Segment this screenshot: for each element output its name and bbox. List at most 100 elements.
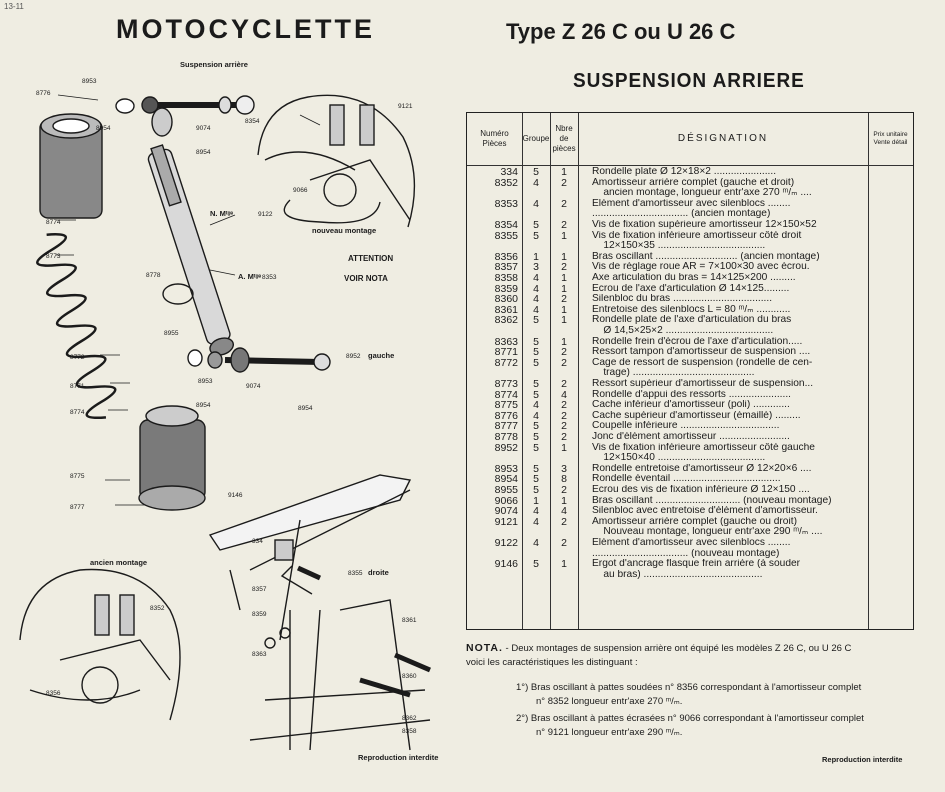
ref-label: 8360 xyxy=(402,673,417,680)
corner-mark: 13-11 xyxy=(4,2,24,11)
group: 5 xyxy=(533,356,539,369)
ref-label: 8954 xyxy=(96,125,111,132)
ref-label: 8352 xyxy=(150,605,165,612)
nota-label: NOTA. xyxy=(466,642,503,654)
quantity: 1 xyxy=(561,314,567,327)
part-number: 9122 xyxy=(494,537,518,549)
designation: Entretoise des silenblocs L = 80 ᵐ/ₘ ...… xyxy=(592,304,791,315)
designation: Vis de fixation inférieure amortisseur c… xyxy=(592,230,802,241)
quantity: 2 xyxy=(561,378,567,390)
part-number: 9074 xyxy=(494,505,518,518)
quantity: 1 xyxy=(561,494,567,507)
quantity: 2 xyxy=(561,261,567,274)
part-number: 9146 xyxy=(494,558,518,571)
part-number: 8355 xyxy=(494,229,518,242)
part-number: 8356 xyxy=(494,250,518,263)
group: 4 xyxy=(533,399,539,412)
footer-right: Reproduction interdite xyxy=(822,755,903,764)
group: 3 xyxy=(533,261,539,274)
exploded-diagram: Suspension arrière nouveau montage ATTEN… xyxy=(19,60,431,751)
label-a-mtg: A. Mᵗᵍᵉ xyxy=(238,272,261,281)
nota-item: 1°) Bras oscillant à pattes soudées n° 8… xyxy=(516,682,862,693)
designation: Rondelle d'appui des ressorts ..........… xyxy=(592,389,791,400)
quantity: 2 xyxy=(561,399,567,412)
label-droite: droite xyxy=(368,568,389,577)
part-number: 8778 xyxy=(494,431,518,443)
group: 4 xyxy=(533,293,539,306)
part-number: 8354 xyxy=(494,219,518,231)
group: 5 xyxy=(533,484,539,496)
section-title: SUSPENSION ARRIERE xyxy=(573,70,805,92)
diagram-title: Suspension arrière xyxy=(180,60,248,69)
quantity: 2 xyxy=(561,484,567,496)
ref-label: 8773 xyxy=(46,253,61,260)
designation: Rondelle plate de l'axe d'articulation d… xyxy=(592,315,792,326)
group: 4 xyxy=(533,515,539,528)
group: 5 xyxy=(533,335,539,348)
group: 4 xyxy=(533,197,539,210)
part-number: 9066 xyxy=(494,494,518,507)
ref-label: 8771 xyxy=(70,383,85,390)
group: 5 xyxy=(533,473,539,486)
quantity: 1 xyxy=(561,558,567,571)
designation: 12×150×35 ..............................… xyxy=(592,241,766,252)
part-number: 8362 xyxy=(494,314,518,327)
ref-label: 8362 xyxy=(402,715,417,722)
ref-label: 8953 xyxy=(198,378,213,385)
ref-label: 334 xyxy=(252,538,263,545)
designation: Cache supérieur d'amortisseur (émaillé) … xyxy=(592,410,801,421)
group: 4 xyxy=(533,505,539,518)
quantity: 1 xyxy=(561,229,567,242)
ref-label: 9122 xyxy=(258,211,273,218)
part-number: 334 xyxy=(500,166,518,178)
group: 5 xyxy=(533,346,539,359)
designation: Ressort tampon d'amortisseur de suspensi… xyxy=(592,347,811,358)
ref-label: 8363 xyxy=(252,651,267,658)
group: 4 xyxy=(533,272,539,284)
quantity: 1 xyxy=(561,272,567,284)
ref-label: 8954 xyxy=(196,402,211,409)
ref-label: 8775 xyxy=(70,473,85,480)
ref-label: 8952 xyxy=(346,353,361,360)
quantity: 2 xyxy=(561,409,567,422)
quantity: 4 xyxy=(561,505,567,518)
ref-label: 8774 xyxy=(70,409,85,416)
designation: Ecrou des vis de fixation inférieure Ø 1… xyxy=(592,485,810,495)
designation: Ressort supérieur d'amortisseur de suspe… xyxy=(592,379,814,389)
group: 5 xyxy=(533,431,539,443)
ref-label: 8954 xyxy=(196,149,211,156)
group: 5 xyxy=(533,558,539,571)
group: 4 xyxy=(533,409,539,422)
part-number: 8359 xyxy=(494,282,518,295)
quantity: 1 xyxy=(561,166,567,178)
part-number: 8352 xyxy=(494,176,518,189)
group: 5 xyxy=(533,378,539,390)
ref-label: 8355 xyxy=(348,570,363,577)
ref-label: 8953 xyxy=(82,78,97,85)
ref-label: 8356 xyxy=(46,690,61,697)
quantity: 3 xyxy=(561,462,567,475)
group: 4 xyxy=(533,176,539,189)
part-number: 8776 xyxy=(494,409,518,422)
part-number: 8953 xyxy=(494,462,518,475)
ref-label: 8777 xyxy=(70,504,85,511)
ref-label: 9121 xyxy=(398,103,413,110)
quantity: 1 xyxy=(561,441,567,454)
designation: Bras oscillant .........................… xyxy=(592,495,832,506)
quantity: 4 xyxy=(561,388,567,401)
designation: Elément d'amortisseur avec silenblocs ..… xyxy=(592,538,791,548)
nota-item: n° 8352 longueur entr'axe 270 ᵐ/ₘ. xyxy=(536,696,683,707)
nota-item: n° 9121 longueur entr'axe 290 ᵐ/ₘ. xyxy=(536,727,683,738)
part-number: 8955 xyxy=(494,484,518,496)
ref-label: 8358 xyxy=(402,728,417,735)
ref-label: 8776 xyxy=(36,90,51,97)
ref-label: 8774 xyxy=(46,219,61,226)
part-number: 8772 xyxy=(494,356,518,369)
ref-label: 9146 xyxy=(228,492,243,499)
group: 5 xyxy=(533,314,539,327)
quantity: 1 xyxy=(561,335,567,348)
quantity: 2 xyxy=(561,219,567,231)
